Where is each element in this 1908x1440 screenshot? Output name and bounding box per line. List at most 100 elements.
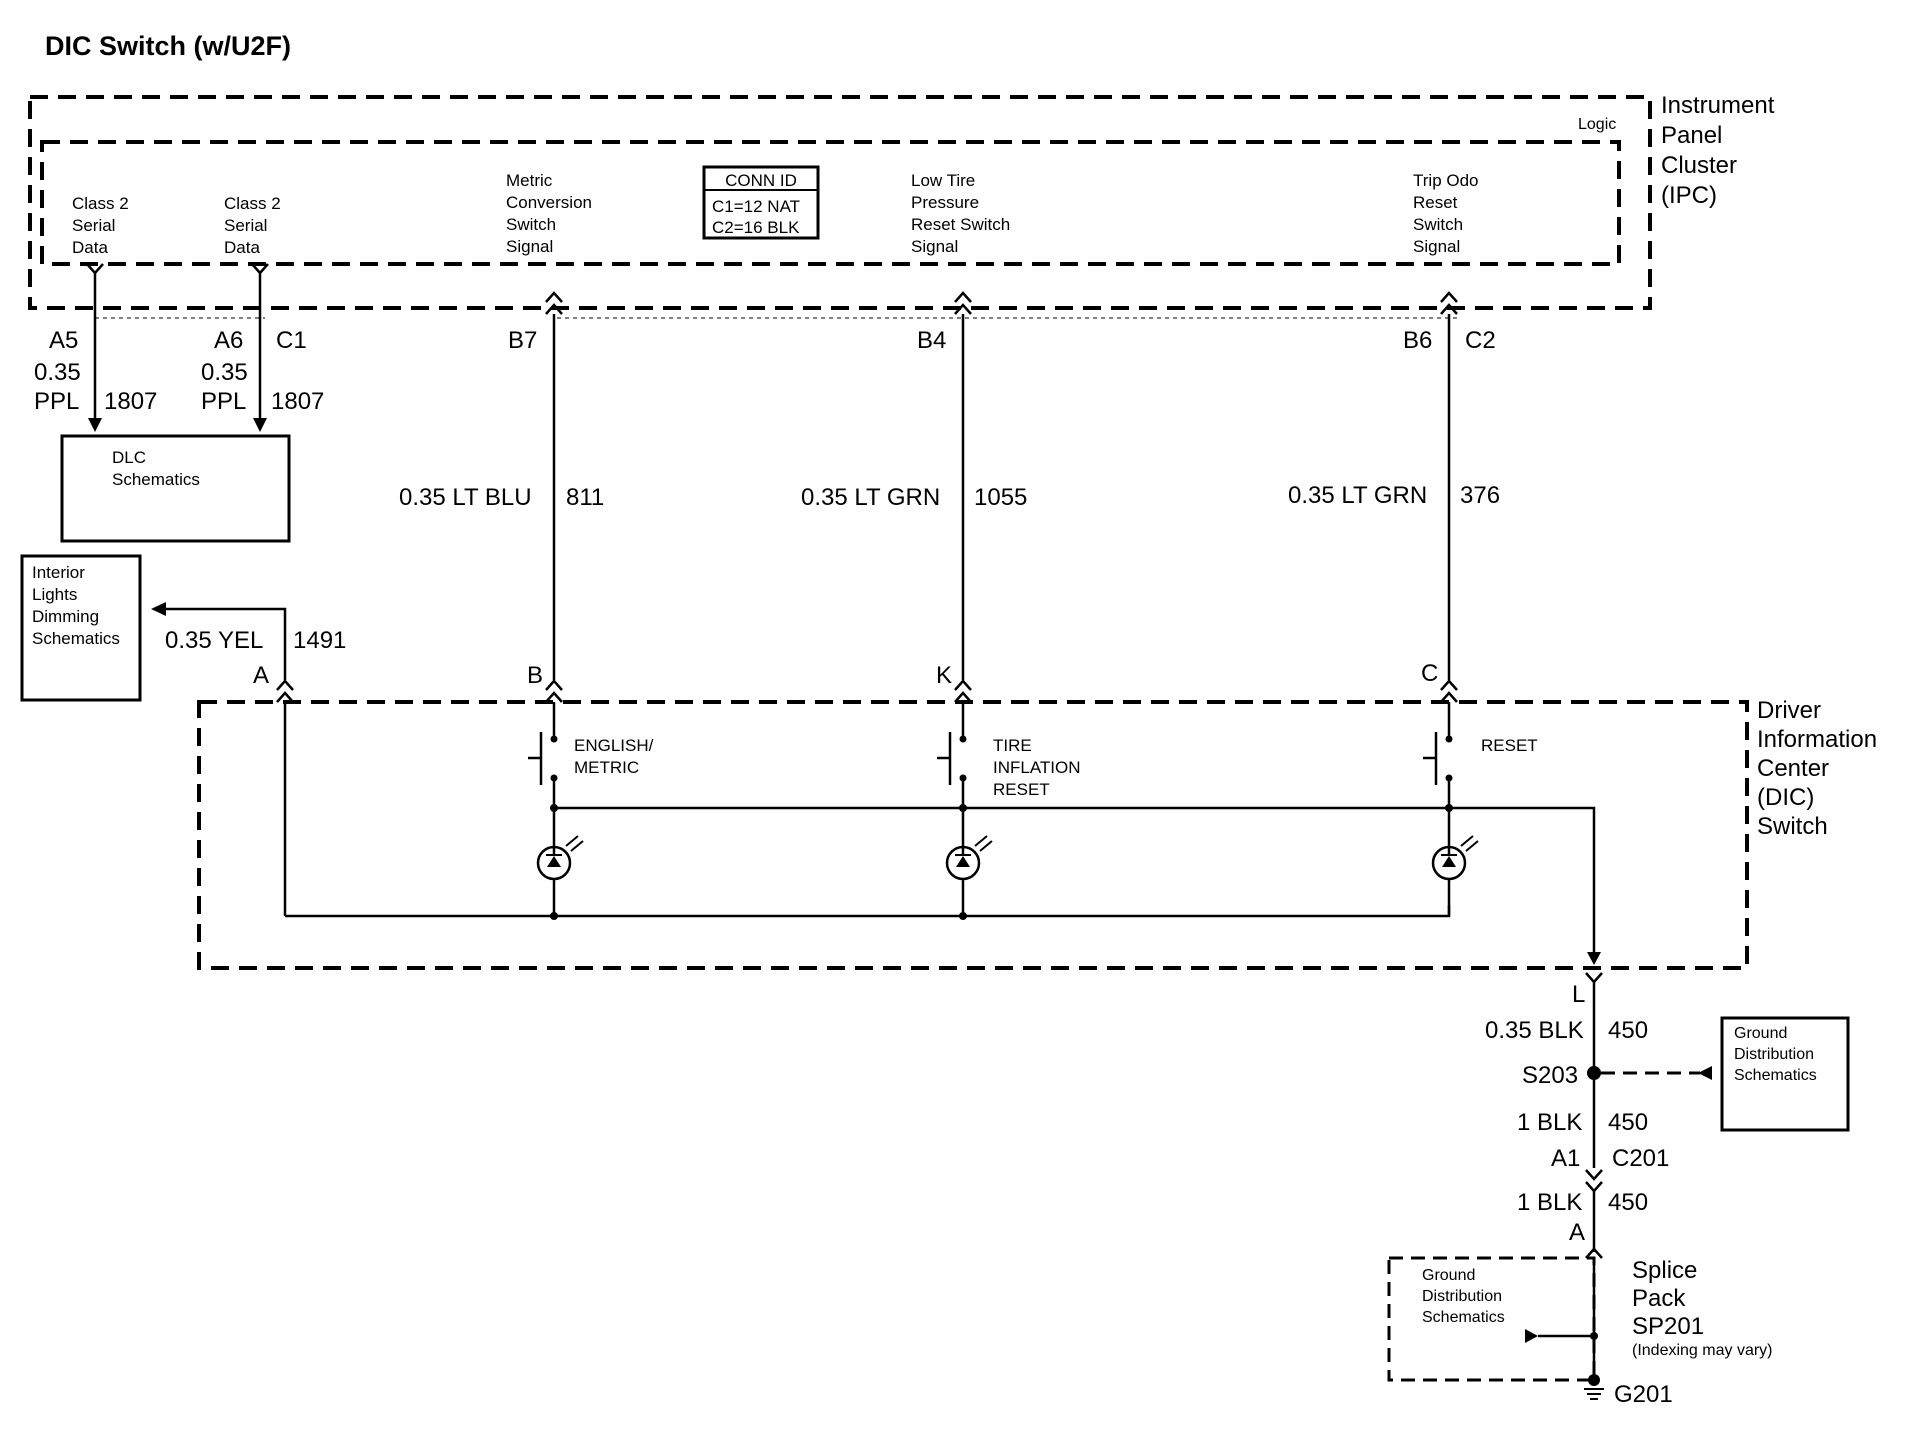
circuit-376: 376 (1460, 482, 1500, 509)
gd-top-l2: Distribution (1734, 1046, 1814, 1063)
pin-b7: B7 (508, 327, 537, 354)
signal-tripodo-l1: Trip Odo (1413, 171, 1479, 190)
dic-label-l5: Switch (1757, 813, 1828, 840)
gd-bottom-l1: Ground (1422, 1267, 1475, 1284)
signal-tripodo-l3: Switch (1413, 215, 1463, 234)
gd-top-label: Ground Distribution Schematics (1734, 1025, 1818, 1084)
dic-ground-bus (554, 806, 1596, 952)
circuit-1055: 1055 (974, 484, 1027, 511)
signal-class2-a-l1: Class 2 (72, 194, 129, 213)
dic-label-l3: Center (1757, 755, 1829, 782)
gd-top-l3: Schematics (1734, 1067, 1817, 1084)
signal-class2-a-l2: Serial (72, 216, 115, 235)
pin-dic-k: K (936, 662, 952, 689)
signal-metric-l1: Metric (506, 171, 553, 190)
switch-english-label: ENGLISH/ METRIC (574, 736, 658, 777)
signal-metric-label: Metric Conversion Switch Signal (506, 171, 597, 256)
splice-s203: S203 (1522, 1062, 1578, 1089)
wire-class2-b (251, 263, 269, 432)
page-title: DIC Switch (w/U2F) (45, 31, 291, 61)
conn-c1: C1 (276, 327, 307, 354)
dlc-schematics-box (60, 434, 291, 543)
pin-l: L (1572, 981, 1585, 1008)
pin-dic-a: A (253, 662, 269, 689)
wire-interior-label: 0.35 YEL (165, 627, 263, 654)
signal-tire-l1: Low Tire (911, 171, 975, 190)
gd-top-l1: Ground (1734, 1025, 1787, 1042)
dic-illumination-bus (285, 905, 1451, 918)
wire-metric-811 (545, 291, 563, 738)
interior-label-l4: Schematics (32, 629, 120, 648)
switch-reset-label: RESET (1481, 736, 1538, 755)
ipc-label: Instrument Panel Cluster (IPC) (1661, 92, 1781, 209)
s203-arrow (1698, 1066, 1712, 1080)
dlc-label-l2: Schematics (112, 470, 200, 489)
ipc-label-l4: (IPC) (1661, 182, 1717, 209)
splice-pack-l2: Pack (1632, 1285, 1686, 1312)
signal-tire-label: Low Tire Pressure Reset Switch Signal (911, 171, 1015, 256)
conn-c201: C201 (1612, 1145, 1669, 1172)
ipc-logic-box (40, 140, 1621, 266)
wire-interior-1491 (151, 602, 294, 916)
circuit-a6: 1807 (271, 388, 324, 415)
wire-tripodo-376 (1440, 291, 1458, 738)
gauge-a5: 0.35 (34, 359, 81, 386)
interior-label-l3: Dimming (32, 607, 99, 626)
signal-class2-a-l3: Data (72, 238, 108, 257)
circuit-1491: 1491 (293, 627, 346, 654)
circuit-811: 811 (566, 484, 604, 511)
wire-811-label: 0.35 LT BLU (399, 484, 532, 511)
wire-ground-450 (1584, 952, 1604, 1400)
ipc-label-l2: Panel (1661, 122, 1722, 149)
ipc-label-l1: Instrument (1661, 92, 1775, 119)
switch-tire-inflation-reset (937, 732, 967, 855)
wire-class2-a (86, 263, 104, 432)
switch-english-l2: METRIC (574, 758, 639, 777)
dic-label-l2: Information (1757, 726, 1877, 753)
switch-tire-l1: TIRE (993, 736, 1032, 755)
gd-bottom-arrow (1525, 1329, 1538, 1343)
signal-tire-l3: Reset Switch (911, 215, 1010, 234)
wire-1055-label: 0.35 LT GRN (801, 484, 940, 511)
pin-dic-c: C (1421, 660, 1438, 687)
wire-376-label: 0.35 LT GRN (1288, 482, 1427, 509)
splice-pack-l3: SP201 (1632, 1313, 1704, 1340)
interior-label-l2: Lights (32, 585, 77, 604)
signal-class2-a-label: Class 2 Serial Data (72, 194, 133, 257)
switch-tire-l3: RESET (993, 780, 1050, 799)
ipc-label-l3: Cluster (1661, 152, 1737, 179)
ipc-outer-box (28, 95, 1652, 310)
signal-tripodo-label: Trip Odo Reset Switch Signal (1413, 171, 1483, 256)
signal-metric-l2: Conversion (506, 193, 592, 212)
circuit-ground-3: 450 (1608, 1189, 1648, 1216)
signal-class2-b-l2: Serial (224, 216, 267, 235)
ground-g201: G201 (1614, 1381, 1673, 1408)
gd-bottom-l3: Schematics (1422, 1309, 1505, 1326)
conn-id-c1: C1=12 NAT (712, 197, 800, 216)
switch-tire-label: TIRE INFLATION RESET (993, 736, 1085, 799)
dic-label-l4: (DIC) (1757, 784, 1814, 811)
signal-metric-l3: Switch (506, 215, 556, 234)
gd-bottom-label: Ground Distribution Schematics (1422, 1267, 1506, 1326)
wire-ground-1-label: 0.35 BLK (1485, 1017, 1584, 1044)
switch-english-metric (528, 732, 558, 855)
signal-class2-b-label: Class 2 Serial Data (224, 194, 285, 257)
led-tire-inflation (945, 835, 993, 920)
signal-tripodo-l4: Signal (1413, 237, 1460, 256)
splice-pack-box (1387, 1256, 1596, 1382)
switch-reset (1423, 732, 1453, 855)
ipc-logic-label: Logic (1578, 116, 1616, 133)
splice-pack-label: Splice Pack SP201 (1632, 1257, 1704, 1340)
dlc-label: DLC Schematics (112, 448, 200, 489)
switch-english-l1: ENGLISH/ (574, 736, 654, 755)
wire-ground-3-label: 1 BLK (1517, 1189, 1582, 1216)
gd-bottom-l2: Distribution (1422, 1288, 1502, 1305)
dic-label: Driver Information Center (DIC) Switch (1757, 697, 1884, 840)
interior-lights-box (20, 554, 142, 702)
signal-metric-l4: Signal (506, 237, 553, 256)
circuit-ground-2: 450 (1608, 1109, 1648, 1136)
pin-a1: A1 (1551, 1145, 1580, 1172)
signal-class2-b-l3: Data (224, 238, 260, 257)
pin-a6: A6 (214, 327, 243, 354)
